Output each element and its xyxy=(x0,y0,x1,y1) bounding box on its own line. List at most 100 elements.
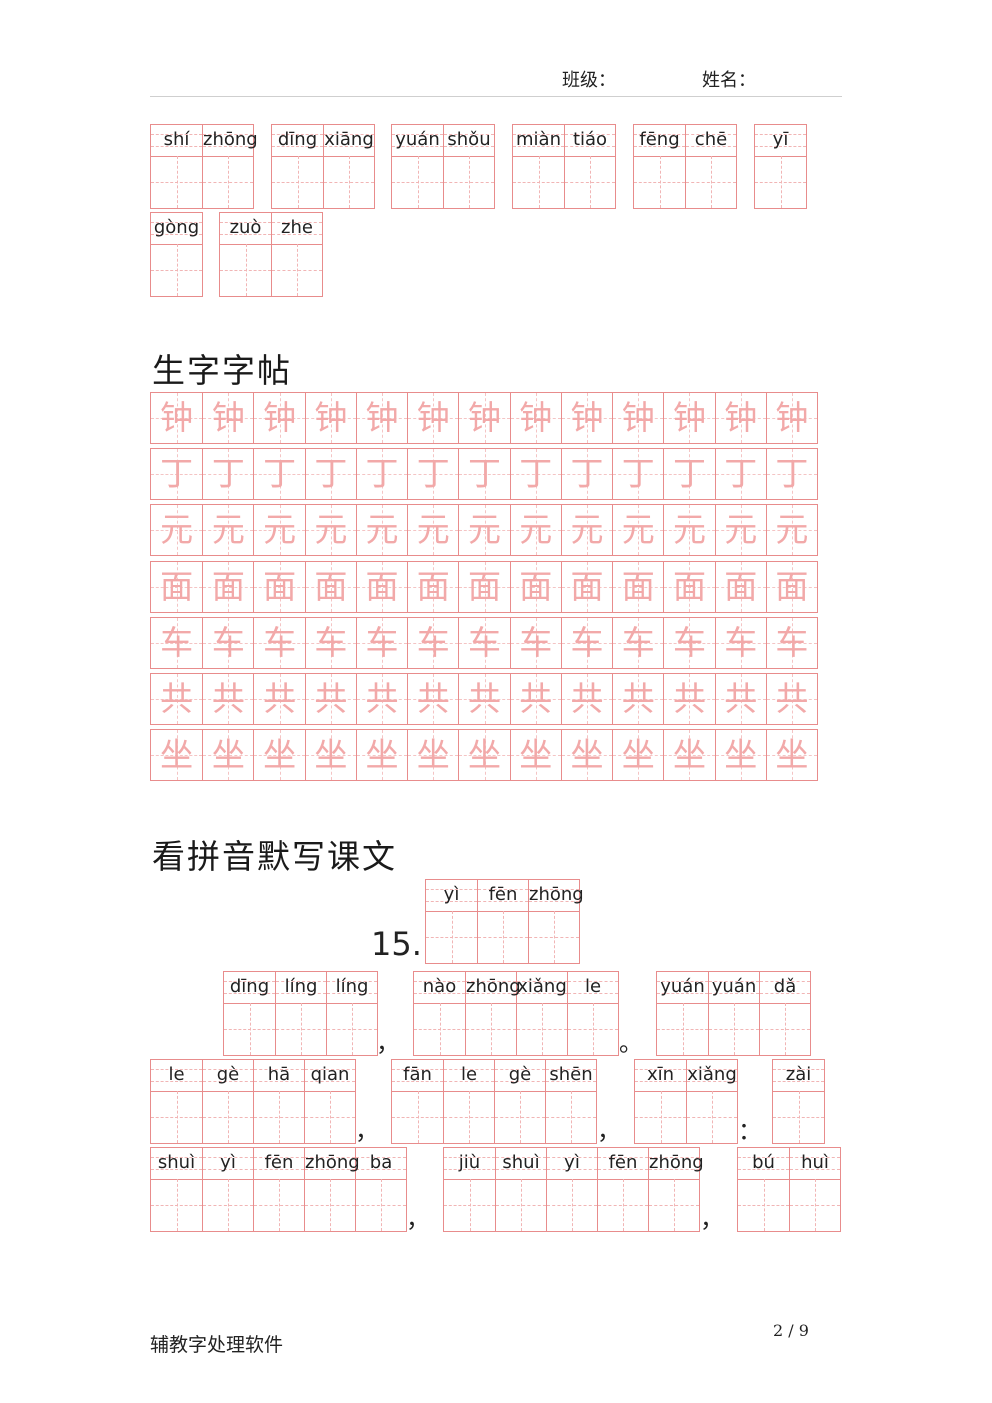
tianzige-cell[interactable]: zhōng xyxy=(202,125,258,208)
tianzige-cell[interactable]: yī xyxy=(755,125,806,208)
trace-cell[interactable]: 丁 xyxy=(509,449,562,500)
trace-cell[interactable]: 车 xyxy=(202,617,254,668)
trace-cell[interactable]: 坐 xyxy=(151,730,203,781)
trace-cell[interactable]: 坐 xyxy=(407,730,459,781)
writing-square[interactable] xyxy=(276,1003,326,1055)
writing-square[interactable] xyxy=(760,1003,810,1055)
trace-cell[interactable]: 面 xyxy=(304,561,357,612)
trace-cell[interactable]: 面 xyxy=(253,561,305,612)
trace-cell[interactable]: 元 xyxy=(612,505,664,556)
tianzige-cell[interactable]: fēn xyxy=(253,1148,304,1231)
tianzige-cell[interactable]: shǒu xyxy=(443,125,494,208)
trace-cell[interactable]: 丁 xyxy=(253,449,305,500)
writing-square[interactable] xyxy=(738,1179,789,1231)
trace-cell[interactable]: 丁 xyxy=(407,449,459,500)
writing-square[interactable] xyxy=(568,1003,618,1055)
writing-square[interactable] xyxy=(272,156,323,208)
writing-square[interactable] xyxy=(478,911,528,963)
tianzige-cell[interactable]: yì xyxy=(546,1148,597,1231)
trace-cell[interactable]: 车 xyxy=(355,617,408,668)
trace-cell[interactable]: 车 xyxy=(151,617,203,668)
trace-cell[interactable]: 面 xyxy=(355,561,408,612)
trace-cell[interactable]: 共 xyxy=(458,674,510,724)
trace-cell[interactable]: 元 xyxy=(560,505,613,556)
trace-cell[interactable]: 面 xyxy=(714,561,767,612)
trace-cell[interactable]: 车 xyxy=(663,617,715,668)
tianzige-cell[interactable]: zuò xyxy=(220,213,271,296)
trace-cell[interactable]: 共 xyxy=(355,674,408,724)
pinyin-word-box[interactable]: zài xyxy=(772,1059,825,1144)
trace-cell[interactable]: 钟 xyxy=(202,393,254,443)
trace-cell[interactable]: 元 xyxy=(458,505,510,556)
trace-cell[interactable]: 共 xyxy=(714,674,767,724)
writing-square[interactable] xyxy=(513,156,564,208)
tianzige-cell[interactable]: fēng xyxy=(634,125,685,208)
tianzige-cell[interactable]: le xyxy=(443,1060,494,1143)
tianzige-cell[interactable]: zhōng xyxy=(304,1148,360,1231)
trace-cell[interactable]: 车 xyxy=(612,617,664,668)
trace-cell[interactable]: 丁 xyxy=(714,449,767,500)
writing-square[interactable] xyxy=(203,156,253,208)
trace-cell[interactable]: 车 xyxy=(714,617,767,668)
writing-square[interactable] xyxy=(151,244,202,296)
tianzige-cell[interactable]: shuì xyxy=(151,1148,202,1231)
writing-square[interactable] xyxy=(517,1003,567,1055)
tianzige-cell[interactable]: yuán xyxy=(657,972,708,1055)
writing-square[interactable] xyxy=(466,1003,516,1055)
trace-cell[interactable]: 面 xyxy=(407,561,459,612)
tianzige-cell[interactable]: fēn xyxy=(477,880,528,963)
writing-square[interactable] xyxy=(686,156,736,208)
tianzige-cell[interactable]: yuán xyxy=(392,125,443,208)
trace-cell[interactable]: 丁 xyxy=(458,449,510,500)
tianzige-cell[interactable]: zhe xyxy=(271,213,322,296)
writing-square[interactable] xyxy=(598,1179,648,1231)
trace-cell[interactable]: 元 xyxy=(355,505,408,556)
trace-cell[interactable]: 丁 xyxy=(612,449,664,500)
trace-cell[interactable]: 钟 xyxy=(253,393,305,443)
trace-cell[interactable]: 面 xyxy=(151,561,203,612)
trace-cell[interactable]: 丁 xyxy=(202,449,254,500)
tianzige-cell[interactable]: yuán xyxy=(708,972,759,1055)
trace-cell[interactable]: 面 xyxy=(458,561,510,612)
trace-cell[interactable]: 钟 xyxy=(407,393,459,443)
trace-cell[interactable]: 坐 xyxy=(612,730,664,781)
writing-square[interactable] xyxy=(657,1003,708,1055)
tianzige-cell[interactable]: shēn xyxy=(545,1060,596,1143)
trace-cell[interactable]: 坐 xyxy=(663,730,715,781)
tianzige-cell[interactable]: zhōng xyxy=(528,880,584,963)
writing-square[interactable] xyxy=(392,156,443,208)
writing-square[interactable] xyxy=(324,156,374,208)
trace-cell[interactable]: 钟 xyxy=(560,393,613,443)
tianzige-cell[interactable]: yì xyxy=(426,880,477,963)
writing-square[interactable] xyxy=(254,1179,304,1231)
tianzige-cell[interactable]: ba xyxy=(355,1148,406,1231)
trace-cell[interactable]: 车 xyxy=(253,617,305,668)
writing-square[interactable] xyxy=(272,244,322,296)
trace-cell[interactable]: 共 xyxy=(407,674,459,724)
writing-square[interactable] xyxy=(773,1091,824,1143)
tianzige-cell[interactable]: tiáo xyxy=(564,125,615,208)
tianzige-cell[interactable]: xiǎng xyxy=(516,972,567,1055)
writing-square[interactable] xyxy=(426,911,477,963)
writing-square[interactable] xyxy=(305,1091,355,1143)
trace-cell[interactable]: 坐 xyxy=(202,730,254,781)
tianzige-cell[interactable]: zhōng xyxy=(465,972,521,1055)
tianzige-cell[interactable]: zài xyxy=(773,1060,824,1143)
trace-cell[interactable]: 共 xyxy=(612,674,664,724)
tianzige-cell[interactable]: bú xyxy=(738,1148,789,1231)
trace-cell[interactable]: 丁 xyxy=(560,449,613,500)
writing-square[interactable] xyxy=(790,1179,840,1231)
trace-cell[interactable]: 钟 xyxy=(612,393,664,443)
tianzige-cell[interactable]: líng xyxy=(326,972,377,1055)
tianzige-cell[interactable]: qian xyxy=(304,1060,355,1143)
tianzige-cell[interactable]: hā xyxy=(253,1060,304,1143)
tianzige-cell[interactable]: xiāng xyxy=(323,125,374,208)
tianzige-cell[interactable]: gè xyxy=(202,1060,253,1143)
trace-cell[interactable]: 共 xyxy=(253,674,305,724)
